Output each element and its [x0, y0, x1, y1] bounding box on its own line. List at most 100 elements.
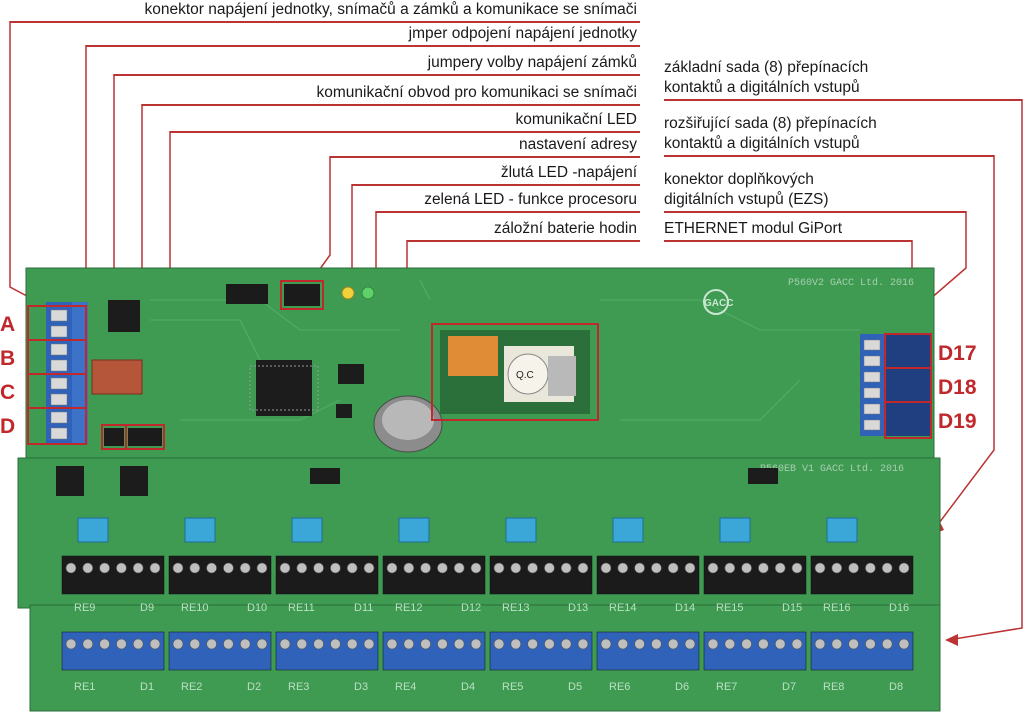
terminal-screw	[651, 638, 662, 650]
terminal-screw	[791, 638, 803, 650]
terminal-screw	[223, 638, 234, 650]
terminal-block	[489, 555, 593, 595]
terminal-block	[168, 555, 272, 595]
terminal-screw	[223, 562, 234, 574]
terminal-screw	[774, 562, 786, 574]
relay-label: RE14	[609, 602, 637, 614]
terminal-screw	[99, 638, 110, 650]
terminal-block	[703, 555, 807, 595]
terminal-screw	[313, 638, 324, 650]
input-label: D9	[140, 602, 154, 614]
terminal-screw	[279, 638, 291, 650]
terminal-screw	[256, 638, 268, 650]
terminal-screw	[206, 638, 217, 650]
label-lock-jumpers: jumpery volby napájení zámků	[427, 54, 637, 71]
terminal-screw	[617, 638, 629, 650]
label-ext-set-1: rozšiřující sada (8) přepínacích	[664, 115, 877, 132]
terminal-screw	[724, 562, 736, 574]
terminal-screw	[848, 562, 859, 574]
terminal-screw	[470, 562, 482, 574]
terminal-screw	[99, 562, 110, 574]
label-backup-battery: záložní baterie hodin	[493, 220, 637, 237]
label-base-set-1: základní sada (8) přepínacích	[664, 59, 869, 76]
relay-label: RE10	[181, 602, 209, 614]
terminal-screw	[330, 638, 341, 650]
label-underline	[170, 131, 640, 133]
terminal-screw	[116, 562, 127, 574]
relay-label: RE11	[288, 602, 315, 614]
terminal-screw	[493, 638, 505, 650]
terminal-screw	[189, 638, 201, 650]
terminal-screw	[346, 562, 358, 574]
terminal-screw	[256, 562, 268, 574]
svg-text:GACC: GACC	[704, 298, 733, 309]
connector-label-d17: D17	[938, 342, 977, 365]
terminal-screw	[172, 562, 184, 574]
yellow-led	[341, 286, 355, 300]
terminal-screw	[403, 562, 415, 574]
terminal-screw	[65, 562, 77, 574]
terminal-block	[489, 631, 593, 671]
terminal-screw	[116, 638, 127, 650]
terminal-screw	[330, 562, 341, 574]
terminal-screw	[82, 638, 94, 650]
relay-cover	[184, 517, 216, 543]
terminal-screw	[363, 638, 375, 650]
terminal-screw	[453, 638, 465, 650]
terminal-block	[810, 555, 914, 595]
terminal-screw	[560, 638, 572, 650]
label-underline	[114, 74, 640, 76]
connector-letter-d: D	[0, 415, 16, 438]
terminal-screw	[600, 638, 612, 650]
label-underline	[664, 240, 912, 242]
terminal-screw	[577, 562, 589, 574]
terminal-screw	[831, 562, 843, 574]
input-label: D10	[247, 602, 267, 614]
terminal-screw	[239, 638, 251, 650]
relay-label: RE12	[395, 602, 423, 614]
label-green-led: zelená LED - funkce procesoru	[424, 191, 637, 208]
terminal-screw	[667, 638, 679, 650]
terminal-screw	[527, 562, 538, 574]
relay-label: RE16	[823, 602, 851, 614]
input-label: D4	[461, 681, 475, 693]
input-label: D1	[140, 681, 154, 693]
relay-label: RE5	[502, 681, 523, 693]
relay-label: RE1	[74, 681, 95, 693]
terminal-screw	[172, 638, 184, 650]
relay-cover	[77, 517, 109, 543]
terminal-block	[382, 555, 486, 595]
relay-cover	[398, 517, 430, 543]
terminal-screw	[296, 562, 308, 574]
terminal-screw	[279, 562, 291, 574]
label-underline	[352, 184, 640, 186]
terminal-block	[382, 631, 486, 671]
terminal-screw	[437, 638, 448, 650]
input-label: D15	[782, 602, 802, 614]
connector-label-d18: D18	[938, 376, 977, 399]
coin-cell-battery-icon	[373, 395, 443, 453]
svg-text:Q.C: Q.C	[516, 370, 534, 381]
input-label: D11	[354, 602, 373, 614]
input-label: D3	[354, 681, 368, 693]
connector-letter-b: B	[0, 347, 16, 370]
terminal-screw	[617, 562, 629, 574]
relay-label: RE8	[823, 681, 844, 693]
input-label: D13	[568, 602, 588, 614]
terminal-screw	[453, 562, 465, 574]
terminal-block	[61, 631, 165, 671]
input-label: D14	[675, 602, 695, 614]
label-underline	[330, 156, 640, 158]
terminal-screw	[831, 638, 843, 650]
terminal-block	[596, 631, 700, 671]
label-address: nastavení adresy	[518, 136, 637, 153]
green-led	[361, 286, 375, 300]
terminal-screw	[420, 638, 431, 650]
input-label: D7	[782, 681, 796, 693]
terminal-screw	[634, 638, 645, 650]
terminal-screw	[82, 562, 94, 574]
right-connector	[860, 334, 932, 436]
relay-label: RE6	[609, 681, 630, 693]
